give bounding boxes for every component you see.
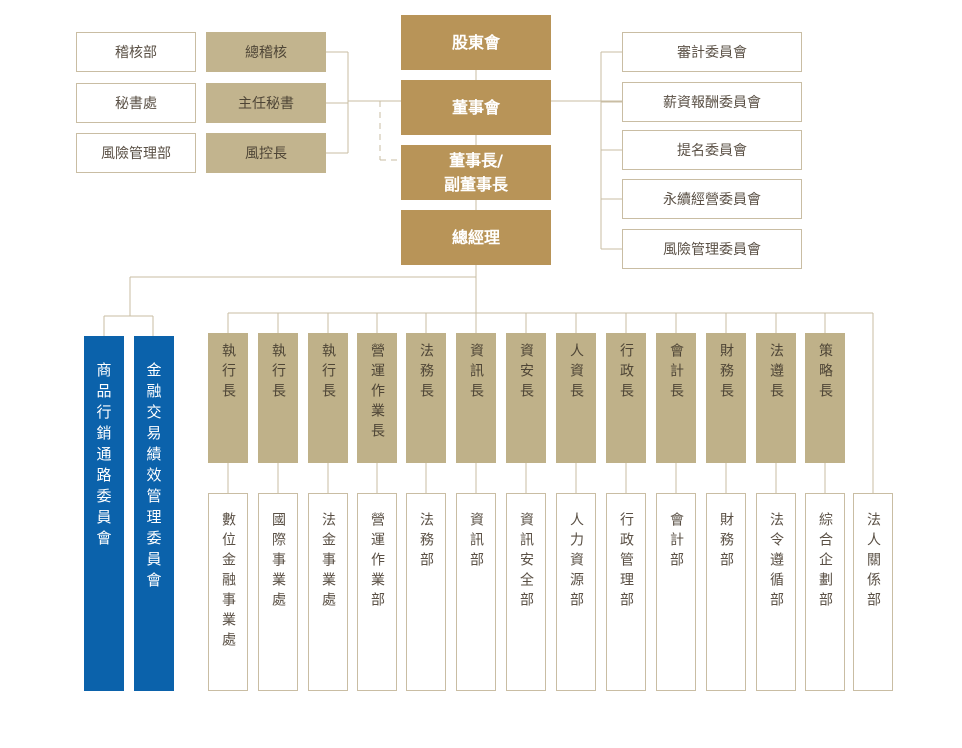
department-box: 國際事業處 [258,493,298,691]
executive-box: 執行長 [258,333,298,463]
executive-box: 策略長 [805,333,845,463]
department-label: 綜合企劃部 [817,512,833,612]
secretariat-box: 秘書處 [76,83,196,123]
sustainability-committee-box: 永續經營委員會 [622,179,802,219]
department-label: 法務部 [418,512,434,572]
executive-label: 營運作業長 [369,343,385,443]
executive-box: 人資長 [556,333,596,463]
compensation-committee-box: 薪資報酬委員會 [622,82,802,122]
executive-label: 執行長 [320,343,336,403]
department-box: 法務部 [406,493,446,691]
department-box: 法令遵循部 [756,493,796,691]
department-label: 法金事業處 [320,512,336,612]
chairman-box: 董事長/ 副董事長 [401,145,551,200]
department-label: 人力資源部 [568,512,584,612]
executive-label: 行政長 [618,343,634,403]
department-label: 法人關係部 [865,512,881,612]
chief-secretary-box: 主任秘書 [206,83,326,123]
executive-label: 法遵長 [768,343,784,403]
executive-box: 行政長 [606,333,646,463]
department-label: 資訊部 [468,512,484,572]
chief-auditor-box: 總稽核 [206,32,326,72]
executive-label: 資安長 [518,343,534,403]
department-label: 財務部 [718,512,734,572]
department-label: 國際事業處 [270,512,286,612]
chief-risk-officer-box: 風控長 [206,133,326,173]
product-channel-committee-box: 商品行銷通路委員會 [84,336,124,691]
executive-box: 法務長 [406,333,446,463]
executive-label: 資訊長 [468,343,484,403]
department-label: 營運作業部 [369,512,385,612]
executive-box: 資安長 [506,333,546,463]
trading-performance-committee-box: 金融交易績效管理委員會 [134,336,174,691]
department-label: 法令遵循部 [768,512,784,612]
department-box: 會計部 [656,493,696,691]
audit-committee-box: 審計委員會 [622,32,802,72]
executive-label: 財務長 [718,343,734,403]
department-box: 資訊部 [456,493,496,691]
trading-performance-committee-label: 金融交易績效管理委員會 [144,362,163,593]
shareholders-box: 股東會 [401,15,551,70]
department-box: 人力資源部 [556,493,596,691]
executive-box: 執行長 [208,333,248,463]
department-label: 行政管理部 [618,512,634,612]
president-box: 總經理 [401,210,551,265]
executive-label: 執行長 [220,343,236,403]
product-channel-committee-label: 商品行銷通路委員會 [94,362,113,551]
executive-box: 法遵長 [756,333,796,463]
executive-box: 執行長 [308,333,348,463]
executive-box: 資訊長 [456,333,496,463]
department-box: 營運作業部 [357,493,397,691]
risk-dept-box: 風險管理部 [76,133,196,173]
executive-label: 策略長 [817,343,833,403]
department-label: 資訊安全部 [518,512,534,612]
department-box: 財務部 [706,493,746,691]
executive-label: 人資長 [568,343,584,403]
executive-box: 營運作業長 [357,333,397,463]
executive-box: 會計長 [656,333,696,463]
risk-committee-box: 風險管理委員會 [622,229,802,269]
executive-label: 會計長 [668,343,684,403]
department-label: 會計部 [668,512,684,572]
executive-label: 執行長 [270,343,286,403]
board-box: 董事會 [401,80,551,135]
department-box: 法人關係部 [853,493,893,691]
nomination-committee-box: 提名委員會 [622,130,802,170]
department-label: 數位金融事業處 [220,512,236,652]
department-box: 資訊安全部 [506,493,546,691]
department-box: 數位金融事業處 [208,493,248,691]
department-box: 綜合企劃部 [805,493,845,691]
department-box: 行政管理部 [606,493,646,691]
executive-box: 財務長 [706,333,746,463]
executive-label: 法務長 [418,343,434,403]
audit-dept-box: 稽核部 [76,32,196,72]
department-box: 法金事業處 [308,493,348,691]
